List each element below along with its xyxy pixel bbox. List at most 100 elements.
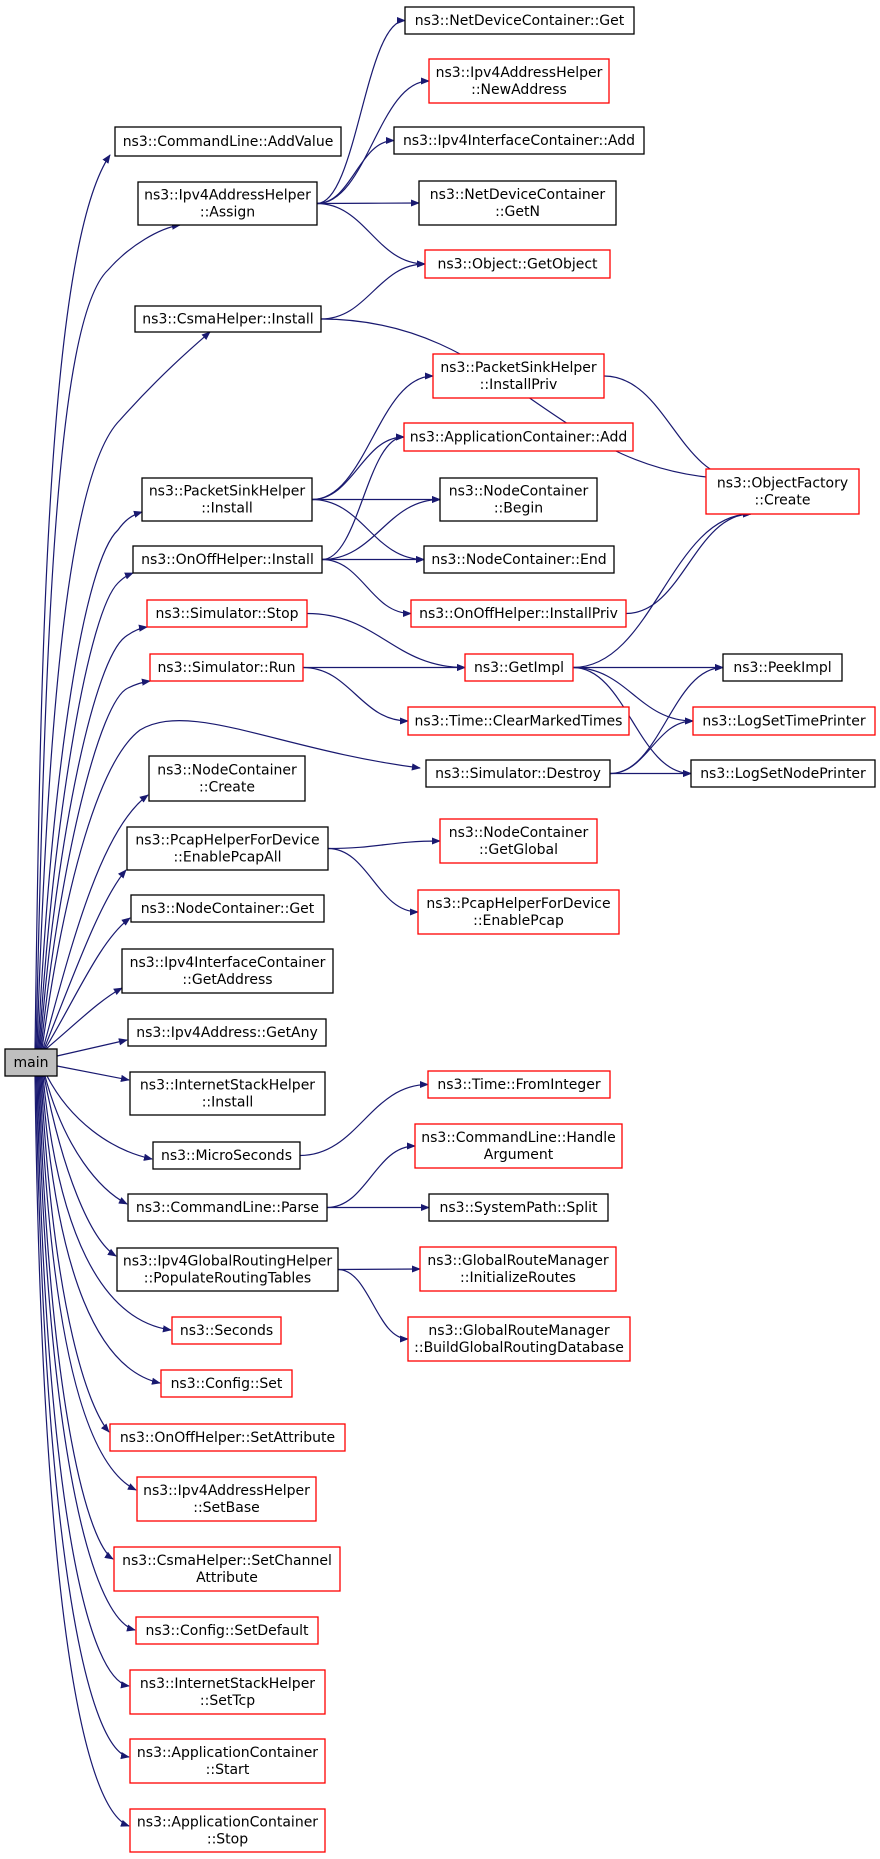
- node-label-line: ns3::CsmaHelper::SetChannel: [122, 1553, 332, 1569]
- node-label-line: ::GetGlobal: [479, 842, 558, 858]
- edge-main-to-config_set: [41, 1075, 161, 1385]
- node-grm-builddb[interactable]: ns3::GlobalRouteManager::BuildGlobalRout…: [407, 1316, 631, 1362]
- node-box: [432, 353, 605, 399]
- node-box: [141, 477, 313, 522]
- node-ipv4-getany[interactable]: ns3::Ipv4Address::GetAny: [127, 1018, 327, 1047]
- edge-main-to-app_stop: [34, 1075, 130, 1827]
- node-label-line: ::EnablePcapAll: [173, 850, 281, 866]
- node-app-start[interactable]: ns3::ApplicationContainer::Start: [129, 1738, 326, 1784]
- node-sim-run[interactable]: ns3::Simulator::Run: [149, 653, 304, 682]
- node-logsetnode[interactable]: ns3::LogSetNodePrinter: [690, 759, 876, 788]
- node-label-line: ns3::NodeContainer: [449, 484, 589, 500]
- node-nc-get[interactable]: ns3::NodeContainer::Get: [130, 894, 325, 923]
- edge-packetsink_install-to-app_add: [311, 433, 405, 501]
- node-nc-end[interactable]: ns3::NodeContainer::End: [423, 545, 615, 574]
- node-box: [130, 894, 325, 923]
- node-label-line: ::GetAddress: [182, 972, 272, 988]
- node-label-line: ns3::Object::GetObject: [437, 257, 598, 273]
- edge-ipv4addr_assign-to-ndc_getn: [316, 199, 420, 207]
- edge-microseconds-to-time_frominteger: [299, 1080, 429, 1157]
- edge-csma_install-to-objfactory_create: [320, 318, 742, 483]
- node-inet-install[interactable]: ns3::InternetStackHelper::Install: [129, 1071, 326, 1116]
- edge-onoff_install-to-nc_begin: [321, 495, 441, 561]
- node-ipv4if-getaddr[interactable]: ns3::Ipv4InterfaceContainer::GetAddress: [121, 948, 334, 994]
- node-config-set[interactable]: ns3::Config::Set: [160, 1369, 293, 1398]
- node-getimpl[interactable]: ns3::GetImpl: [464, 653, 574, 682]
- node-box: [148, 755, 306, 802]
- node-packetsink-installpriv[interactable]: ns3::PacketSinkHelper::InstallPriv: [432, 353, 605, 399]
- node-ndc-getn[interactable]: ns3::NetDeviceContainer::GetN: [418, 180, 617, 226]
- node-populate-rt[interactable]: ns3::Ipv4GlobalRoutingHelper::PopulateRo…: [116, 1247, 339, 1292]
- node-label-line: ns3::ApplicationContainer: [137, 1745, 318, 1761]
- node-onoff-setattr[interactable]: ns3::OnOffHelper::SetAttribute: [109, 1423, 346, 1452]
- node-label-line: ::Create: [199, 780, 255, 796]
- node-label-line: ns3::Ipv4Address::GetAny: [136, 1025, 318, 1041]
- node-label-line: ns3::Config::Set: [171, 1376, 283, 1392]
- node-sim-destroy[interactable]: ns3::Simulator::Destroy: [425, 759, 611, 788]
- node-cmd-parse[interactable]: ns3::CommandLine::Parse: [127, 1193, 328, 1222]
- node-packetsink-install[interactable]: ns3::PacketSinkHelper::Install: [141, 477, 313, 522]
- node-label-line: ns3::NodeContainer: [449, 825, 589, 841]
- node-grm-initroutes[interactable]: ns3::GlobalRouteManager::InitializeRoute…: [419, 1246, 617, 1292]
- edge-main-to-cmd_addvalue: [34, 154, 111, 1050]
- node-label-line: ns3::Ipv4AddressHelper: [436, 65, 603, 81]
- node-pcap-enable[interactable]: ns3::PcapHelperForDevice::EnablePcap: [417, 889, 620, 935]
- node-label-line: ns3::Ipv4GlobalRoutingHelper: [123, 1254, 333, 1270]
- node-time-frominteger[interactable]: ns3::Time::FromInteger: [427, 1070, 611, 1099]
- edge-pcap_all-to-nc_getglobal: [327, 837, 441, 850]
- node-label-line: ns3::MicroSeconds: [161, 1148, 292, 1164]
- edge-onoff_install-to-app_add: [321, 433, 405, 561]
- node-main[interactable]: main: [4, 1048, 58, 1077]
- node-peekimpl[interactable]: ns3::PeekImpl: [722, 653, 843, 682]
- node-time-clearmarked[interactable]: ns3::Time::ClearMarkedTimes: [407, 706, 630, 736]
- node-onoff-install[interactable]: ns3::OnOffHelper::Install: [132, 545, 323, 574]
- node-label-line: ::EnablePcap: [473, 913, 564, 929]
- node-label-line: ns3::CommandLine::Parse: [136, 1200, 319, 1216]
- edge-populate_rt-to-grm_initroutes: [337, 1265, 421, 1273]
- node-ndc-get[interactable]: ns3::NetDeviceContainer::Get: [404, 6, 635, 35]
- node-box: [464, 653, 574, 682]
- node-label-line: ns3::NodeContainer: [157, 763, 297, 779]
- node-microseconds[interactable]: ns3::MicroSeconds: [152, 1141, 301, 1170]
- edge-ipv4addr_assign-to-ipv4if_add: [316, 136, 395, 205]
- node-ipv4if-add[interactable]: ns3::Ipv4InterfaceContainer::Add: [393, 126, 645, 155]
- node-label-line: ns3::Ipv4InterfaceContainer: [130, 955, 326, 971]
- node-box: [132, 545, 323, 574]
- edge-main-to-microseconds: [46, 1075, 153, 1161]
- edge-main-to-ipv4_getany: [56, 1038, 128, 1057]
- node-label-line: ::PopulateRoutingTables: [144, 1271, 311, 1287]
- node-inet-settcp[interactable]: ns3::InternetStackHelper::SetTcp: [129, 1669, 326, 1715]
- edge-main-to-inet_settcp: [36, 1075, 130, 1689]
- node-label-line: ::NewAddress: [471, 82, 567, 98]
- node-box: [722, 653, 843, 682]
- node-sim-stop[interactable]: ns3::Simulator::Stop: [146, 599, 308, 628]
- node-label-line: ::Install: [202, 1095, 254, 1111]
- node-nc-begin[interactable]: ns3::NodeContainer::Begin: [439, 477, 598, 522]
- node-csma-install[interactable]: ns3::CsmaHelper::Install: [134, 305, 322, 333]
- node-logsettime[interactable]: ns3::LogSetTimePrinter: [692, 706, 876, 736]
- node-box: [419, 1246, 617, 1292]
- node-pcap-all[interactable]: ns3::PcapHelperForDevice::EnablePcapAll: [126, 826, 329, 871]
- node-nc-getglobal[interactable]: ns3::NodeContainer::GetGlobal: [439, 818, 598, 864]
- node-nc-create[interactable]: ns3::NodeContainer::Create: [148, 755, 306, 802]
- node-box: [428, 58, 610, 104]
- node-systempath-split[interactable]: ns3::SystemPath::Split: [428, 1193, 609, 1222]
- node-objfactory-create[interactable]: ns3::ObjectFactory::Create: [705, 468, 860, 515]
- node-app-add[interactable]: ns3::ApplicationContainer::Add: [403, 422, 634, 452]
- node-cmd-addvalue[interactable]: ns3::CommandLine::AddValue: [114, 126, 342, 157]
- node-obj-getobject[interactable]: ns3::Object::GetObject: [424, 249, 611, 279]
- node-seconds[interactable]: ns3::Seconds: [171, 1316, 282, 1345]
- node-ipv4addr-assign[interactable]: ns3::Ipv4AddressHelper::Assign: [137, 181, 318, 226]
- node-ipv4addr-newaddr[interactable]: ns3::Ipv4AddressHelper::NewAddress: [428, 58, 610, 104]
- node-app-stop[interactable]: ns3::ApplicationContainer::Stop: [129, 1808, 326, 1853]
- node-config-setdefault[interactable]: ns3::Config::SetDefault: [135, 1616, 319, 1645]
- node-label-line: ns3::Ipv4AddressHelper: [143, 1483, 310, 1499]
- node-label-line: ns3::LogSetNodePrinter: [700, 766, 866, 782]
- node-onoff-installpriv[interactable]: ns3::OnOffHelper::InstallPriv: [410, 599, 627, 628]
- node-label-line: ::SetTcp: [200, 1693, 255, 1709]
- node-label-line: ns3::Simulator::Stop: [155, 606, 298, 622]
- edge-main-to-app_start: [35, 1075, 130, 1760]
- node-ipv4addr-setbase[interactable]: ns3::Ipv4AddressHelper::SetBase: [136, 1476, 317, 1522]
